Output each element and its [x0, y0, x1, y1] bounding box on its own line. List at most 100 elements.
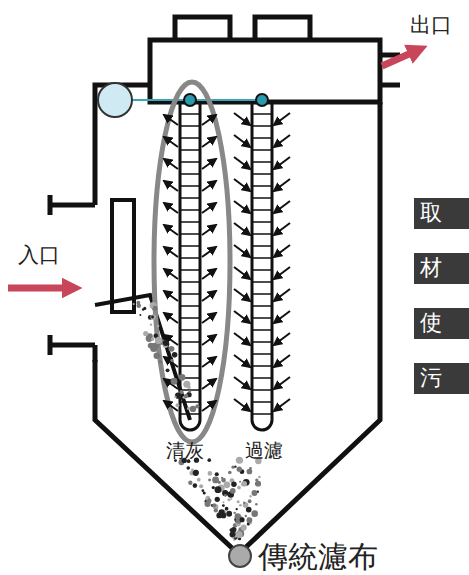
flow-arrow — [234, 355, 250, 367]
pulse-arrow — [164, 225, 178, 235]
pulse-arrow — [164, 181, 178, 191]
cage-ring — [180, 401, 200, 403]
dust-particle — [241, 481, 247, 487]
cage-ring — [252, 377, 272, 379]
flow-arrow — [274, 245, 290, 257]
cage-ring — [180, 125, 200, 127]
dust-particle — [169, 346, 175, 352]
flow-arrow — [234, 113, 250, 125]
flow-arrow — [274, 333, 290, 345]
filter-bag — [234, 104, 290, 430]
dust-particle — [230, 488, 236, 494]
flow-arrow — [274, 157, 290, 169]
dust-particle — [208, 479, 211, 482]
dust-particle — [175, 392, 181, 398]
dust-particle — [187, 407, 190, 410]
dark-tab: 材 — [414, 253, 469, 284]
cage-ring — [180, 293, 200, 295]
flow-arrow — [274, 355, 290, 367]
pulse-arrow — [202, 335, 216, 345]
flow-arrow — [274, 223, 290, 235]
cage-ring — [180, 353, 200, 355]
pulse-arrow — [202, 115, 216, 125]
pulse-arrow — [164, 357, 178, 367]
dust-particle — [224, 482, 231, 489]
dust-particle — [229, 529, 232, 532]
pulse-arrow — [202, 291, 216, 301]
dust-particle — [237, 500, 240, 503]
dust-particle — [184, 394, 188, 398]
label-text: 入口 — [18, 244, 60, 267]
dust-particle — [166, 368, 170, 372]
cage-ring — [252, 293, 272, 295]
flow-arrow — [274, 377, 290, 389]
cage-ring — [252, 281, 272, 283]
pulse-arrow — [202, 401, 216, 411]
cage-ring — [252, 245, 272, 247]
dust-particle — [206, 498, 211, 503]
dust-particle — [174, 396, 176, 398]
cage-ring — [252, 221, 272, 223]
dust-particle — [155, 337, 162, 344]
cage-ring — [180, 365, 200, 367]
dust-particle — [248, 499, 252, 503]
dust-particle — [215, 472, 219, 476]
flow-arrow — [234, 245, 250, 257]
dust-particle — [154, 352, 161, 359]
dust-particle — [188, 390, 191, 393]
cage-ring — [180, 245, 200, 247]
flow-arrow — [274, 289, 290, 301]
dust-particle — [188, 481, 192, 485]
dust-particle — [190, 406, 196, 412]
dust-particle — [207, 458, 211, 462]
cage-ring — [252, 197, 272, 199]
cage-ring — [252, 317, 272, 319]
pulse-arrow — [202, 247, 216, 257]
flow-arrow — [234, 157, 250, 169]
cage-ring — [180, 257, 200, 259]
dust-particle — [197, 478, 201, 482]
dust-particle — [235, 513, 241, 519]
dust-particle — [222, 504, 225, 507]
dust-particle — [237, 486, 241, 490]
pulse-arrow — [164, 291, 178, 301]
cage-ring — [180, 317, 200, 319]
dust-particle — [150, 323, 152, 325]
cage-ring — [180, 149, 200, 151]
cage-ring — [252, 389, 272, 391]
pulse-arrow — [202, 159, 216, 169]
flow-arrow — [274, 179, 290, 191]
inlet-flange — [50, 195, 95, 215]
cage-ring — [252, 149, 272, 151]
tab-text: 材 — [420, 256, 463, 280]
flow-arrow — [234, 267, 250, 279]
pulse-arrow — [202, 313, 216, 323]
dust-particle — [215, 486, 222, 493]
dust-particle — [199, 484, 203, 488]
dust-particle — [159, 360, 162, 363]
cage-ring — [252, 161, 272, 163]
dust-particle — [239, 504, 242, 507]
housing-wall — [93, 190, 98, 205]
nozzle — [256, 94, 268, 106]
dust-particle — [212, 477, 219, 484]
dust-particle — [221, 477, 223, 479]
inlet-baffle — [112, 200, 134, 312]
dust-particle — [240, 517, 245, 522]
dust-particle — [236, 508, 238, 510]
dust-particle — [179, 374, 186, 381]
dust-particle — [186, 466, 190, 470]
inlet-arrow — [8, 285, 72, 292]
dust-particle — [187, 386, 190, 389]
dust-particle — [193, 483, 198, 488]
pulse-arrow — [164, 313, 178, 323]
dust-particle — [221, 478, 226, 483]
dust-particle — [241, 525, 247, 531]
pulse-arrow — [164, 247, 178, 257]
dust-particle — [237, 467, 242, 472]
pulse-arrow — [164, 269, 178, 279]
dust-particle — [133, 303, 135, 305]
dust-particle — [231, 482, 236, 487]
pulse-arrow — [202, 269, 216, 279]
